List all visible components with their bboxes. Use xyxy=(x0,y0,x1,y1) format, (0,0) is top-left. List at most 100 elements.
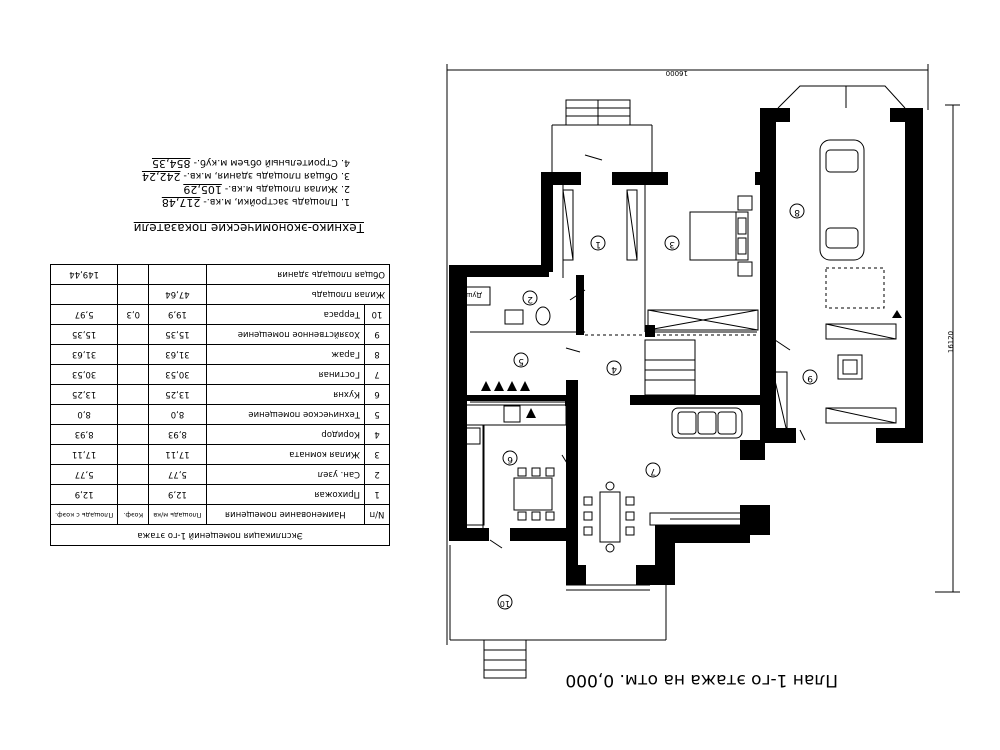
row-coef xyxy=(117,384,149,405)
row-name: Техническое помещение xyxy=(206,404,365,425)
room-num-7: 7 xyxy=(650,466,656,476)
row-area: 15,35 xyxy=(148,324,207,345)
living-area-value: 47,64 xyxy=(148,284,207,305)
row-area: 5,77 xyxy=(148,464,207,485)
col-area-coef-header: Площадь с коэф. xyxy=(50,504,118,525)
row-coef xyxy=(117,324,149,345)
tech-lines: 1. Площадь застройки, м.кв.- 217,48 2. Ж… xyxy=(141,156,350,209)
room-num-10: 10 xyxy=(499,599,510,608)
row-area: 13,25 xyxy=(148,384,207,405)
kitchen-appliance-marks xyxy=(481,310,902,418)
total-area-label: Общая площадь здания xyxy=(206,264,390,285)
entrance-stairs-top xyxy=(551,99,653,172)
dimension-width-label: 16000 xyxy=(665,69,688,77)
row-total: 31,63 xyxy=(50,344,118,365)
row-num: 3 xyxy=(364,444,390,465)
tech-line-2: 2. Жилая площадь м.кв.- 105,29 xyxy=(183,183,350,196)
wardrobes xyxy=(562,189,897,433)
row-area: 31,63 xyxy=(148,344,207,365)
tech-value-1: 217,48 xyxy=(161,196,201,209)
bedroom-furniture xyxy=(647,195,759,331)
explication-table: Экспликация помещений 1-го этажа N/п Наи… xyxy=(50,264,390,546)
row-num: 2 xyxy=(364,464,390,485)
row-num: 6 xyxy=(364,384,390,405)
room-num-4: 4 xyxy=(611,364,617,374)
row-name: Гараж xyxy=(206,344,365,365)
row-area: 17,11 xyxy=(148,444,207,465)
row-area: 8,0 xyxy=(148,404,207,425)
row-area: 8,93 xyxy=(148,424,207,445)
room-number-circles xyxy=(497,203,818,610)
room-num-1: 1 xyxy=(595,239,601,249)
col-num-header: N/п xyxy=(364,504,390,525)
row-num: 1 xyxy=(364,484,390,505)
total-area-value: 149,44 xyxy=(50,264,118,285)
row-num: 5 xyxy=(364,404,390,425)
row-coef xyxy=(117,444,149,465)
garage-car xyxy=(819,139,885,309)
tech-line-3: 3. Общая площадь здания, м.кв.- 242,24 xyxy=(141,170,350,183)
living-area-row: Жилая площадь 47,64 xyxy=(50,284,390,305)
row-area: 12,9 xyxy=(148,484,207,505)
table-header-row: N/п Наименование помещения Площадь м/кв … xyxy=(50,504,390,525)
row-num: 4 xyxy=(364,424,390,445)
row-total: 8,0 xyxy=(50,404,118,425)
living-area-label: Жилая площадь xyxy=(206,284,390,305)
row-coef xyxy=(117,404,149,425)
row-name: Прихожая xyxy=(206,484,365,505)
row-coef xyxy=(117,364,149,385)
row-num: 9 xyxy=(364,324,390,345)
explication-title: Экспликация помещений 1-го этажа xyxy=(50,524,390,546)
room-num-3: 3 xyxy=(669,239,675,249)
tech-value-4: 854,35 xyxy=(151,157,191,170)
row-name: Кухня xyxy=(206,384,365,405)
row-total: 12,9 xyxy=(50,484,118,505)
row-total: 5,77 xyxy=(50,464,118,485)
row-coef xyxy=(117,464,149,485)
room-num-6: 6 xyxy=(507,454,513,464)
row-total: 15,35 xyxy=(50,324,118,345)
tech-value-2: 105,29 xyxy=(183,183,222,196)
row-coef xyxy=(117,484,149,505)
col-coef-header: Коэф. xyxy=(117,504,149,525)
row-total: 30,53 xyxy=(50,364,118,385)
row-area: 19,9 xyxy=(148,304,207,325)
row-name: Терраса xyxy=(206,304,365,325)
row-num: 8 xyxy=(364,344,390,365)
row-num: 10 xyxy=(364,304,390,325)
row-total: 13,25 xyxy=(50,384,118,405)
exterior-walls xyxy=(449,108,923,585)
row-total: 17,11 xyxy=(50,444,118,465)
table-title-row: Экспликация помещений 1-го этажа xyxy=(50,524,390,546)
dimension-lines xyxy=(446,64,960,645)
col-name-header: Наименование помещения xyxy=(206,504,365,525)
row-total: 8,93 xyxy=(50,424,118,445)
tech-line-4: 4. Строительный объем м.куб.- 854,35 xyxy=(151,157,350,170)
room-num-5: 5 xyxy=(518,356,524,366)
tech-line-1: 1. Площадь застройки, м.кв.- 217,48 xyxy=(161,196,350,209)
row-num: 7 xyxy=(364,364,390,385)
tech-title: Технико-экономические показатели xyxy=(133,221,364,235)
row-coef: 0,3 xyxy=(117,304,149,325)
row-coef xyxy=(117,424,149,445)
row-name: Хозяйственное помещение xyxy=(206,324,365,345)
plan-title: План 1-го этажа на отм. 0,000 xyxy=(565,670,838,690)
room-num-8: 8 xyxy=(794,207,800,217)
living-sofa xyxy=(671,407,743,439)
row-area: 30,53 xyxy=(148,364,207,385)
row-name: Гостиная xyxy=(206,364,365,385)
col-area-header: Площадь м/кв xyxy=(148,504,207,525)
row-name: Жилая комната xyxy=(206,444,365,465)
total-area-row: Общая площадь здания 149,44 xyxy=(50,264,390,285)
